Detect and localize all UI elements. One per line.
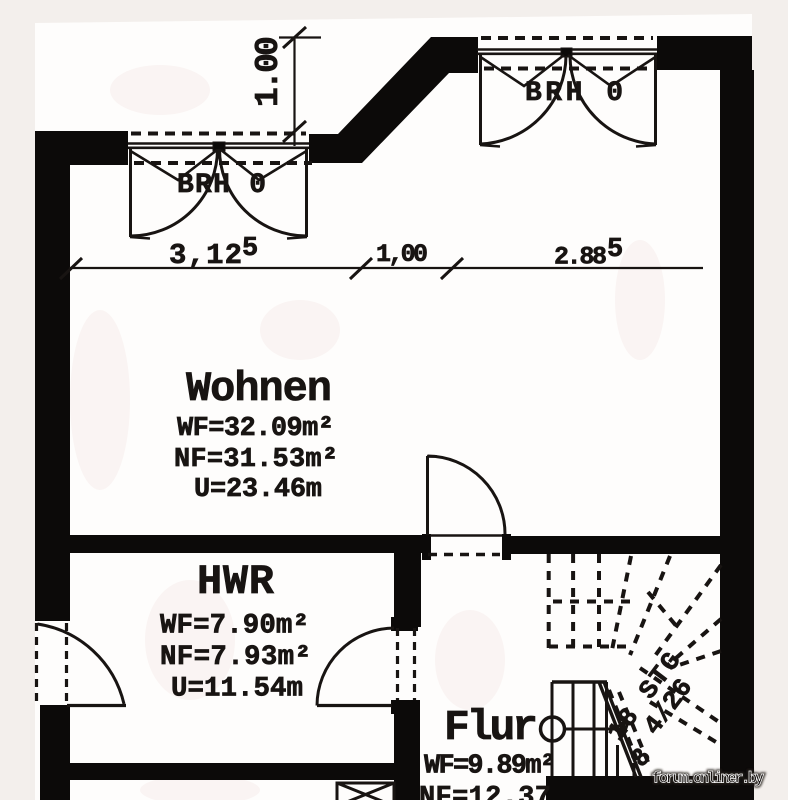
svg-text:NF=7.93m²: NF=7.93m² [160, 642, 311, 673]
svg-text:Wohnen: Wohnen [186, 365, 332, 413]
svg-text:WF=32.09m²: WF=32.09m² [177, 414, 334, 444]
svg-text:5: 5 [242, 234, 258, 264]
svg-text:2.88: 2.88 [554, 243, 607, 272]
svg-text:BRH 0: BRH 0 [177, 170, 266, 201]
svg-text:1.00: 1.00 [250, 36, 287, 107]
svg-text:1,00: 1,00 [376, 240, 428, 269]
svg-text:U=23.46m: U=23.46m [194, 475, 322, 505]
svg-text:WF=9.89m²: WF=9.89m² [424, 752, 556, 782]
svg-text:forum.onliner.by: forum.onliner.by [652, 770, 764, 788]
svg-text:5: 5 [607, 235, 623, 265]
svg-text:U=11.54m: U=11.54m [171, 674, 303, 705]
svg-text:BRH 0: BRH 0 [525, 78, 623, 109]
svg-text:NF=31.53m²: NF=31.53m² [174, 445, 338, 475]
svg-text:forum.onliner.by: forum.onliner.by [652, 770, 764, 788]
svg-text:3,12: 3,12 [169, 239, 242, 272]
svg-text:HWR: HWR [197, 558, 275, 606]
svg-text:WF=7.90m²: WF=7.90m² [160, 611, 309, 642]
svg-text:NF=12.37: NF=12.37 [419, 783, 551, 800]
svg-text:Flur: Flur [444, 703, 538, 752]
